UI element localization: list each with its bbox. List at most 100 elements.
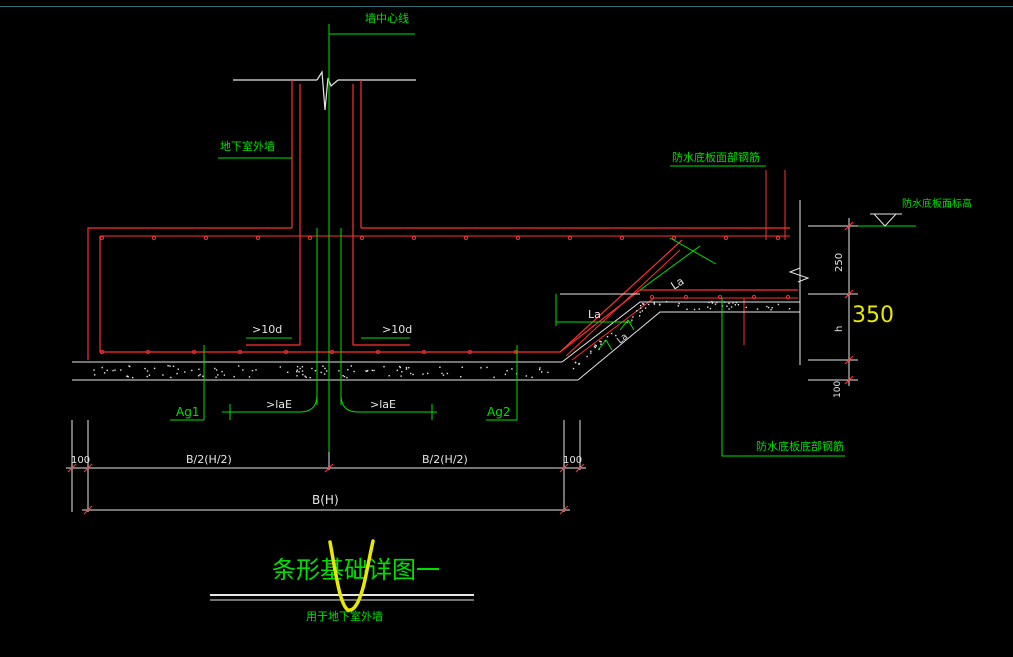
concrete-speckle <box>399 365 401 368</box>
concrete-speckle <box>399 366 402 369</box>
concrete-speckle <box>296 369 298 371</box>
basement-wall <box>233 70 416 346</box>
concrete-speckle <box>446 372 449 375</box>
concrete-speckle <box>146 375 148 378</box>
concrete-speckle <box>770 309 772 311</box>
anchor-10d-right: >10d <box>382 323 412 336</box>
concrete-speckle <box>383 366 385 368</box>
concrete-speckle <box>461 366 463 368</box>
rebar-dot <box>375 349 381 355</box>
concrete-speckle <box>221 370 223 373</box>
concrete-speckle <box>734 304 736 306</box>
concrete-speckle <box>103 372 106 374</box>
concrete-speckle <box>127 376 129 378</box>
concrete-speckle <box>686 308 688 310</box>
concrete-speckle <box>346 376 348 379</box>
rebar-dot <box>359 235 365 241</box>
concrete-speckle <box>639 311 641 313</box>
concrete-speckle <box>586 355 588 358</box>
rebar-dot <box>619 235 625 241</box>
concrete-speckle <box>427 372 429 375</box>
concrete-speckle <box>771 307 773 309</box>
concrete-speckles <box>93 301 791 379</box>
drawing-title: 条形基础详图一 <box>272 556 440 584</box>
rebar-dot <box>411 235 417 241</box>
concrete-speckle <box>396 369 398 372</box>
ag1-label: Ag1 <box>176 405 199 419</box>
concrete-speckle <box>636 310 638 312</box>
annotation-350: 350 <box>852 303 894 328</box>
concrete-speckle <box>644 307 647 309</box>
la-label-diagonal: La <box>669 275 687 293</box>
concrete-speckle <box>506 370 508 372</box>
concrete-speckle <box>114 369 116 371</box>
ag2-label: Ag2 <box>487 405 510 419</box>
rebar-dot <box>255 235 261 241</box>
rebar-dot <box>421 349 427 355</box>
concrete-speckle <box>347 369 349 371</box>
rebar-dot <box>515 235 521 241</box>
concrete-speckle <box>547 371 549 374</box>
concrete-speckle <box>248 376 251 378</box>
concrete-speckle <box>638 315 641 317</box>
concrete-speckle <box>788 308 791 310</box>
rebar-dot <box>237 349 243 355</box>
dim-half-right: B/2(H/2) <box>422 453 468 466</box>
concrete-speckle <box>132 376 134 379</box>
concrete-speckle <box>251 370 254 372</box>
concrete-speckle <box>169 365 171 367</box>
rebar-dot <box>99 235 105 241</box>
concrete-speckle <box>146 370 149 372</box>
concrete-speckle <box>170 376 172 379</box>
rebar-dot <box>151 235 157 241</box>
concrete-speckle <box>726 305 728 307</box>
concrete-speckle <box>768 306 770 309</box>
dimension-ticks <box>67 221 854 515</box>
concrete-speckle <box>539 367 541 369</box>
basement-wall-label: 地下室外墙 <box>220 139 275 153</box>
concrete-speckle <box>365 370 367 372</box>
wall-centerline-label: 墙中心线 <box>365 11 409 25</box>
concrete-speckle <box>493 376 495 378</box>
dim-h: h <box>834 326 845 332</box>
concrete-speckle <box>400 375 402 377</box>
concrete-speckle <box>600 343 602 345</box>
concrete-speckle <box>728 308 730 310</box>
rebar-dot <box>717 294 723 300</box>
concrete-speckle <box>766 305 768 308</box>
concrete-speckle <box>412 373 414 376</box>
concrete-speckle <box>593 346 596 348</box>
concrete-speckle <box>301 366 304 368</box>
concrete-speckle <box>301 370 304 372</box>
concrete-speckle <box>320 371 322 374</box>
rebar-dot <box>145 349 151 355</box>
concrete-speckle <box>643 303 645 305</box>
concrete-speckle <box>728 302 730 305</box>
concrete-speckle <box>631 319 633 321</box>
concrete-speckle <box>217 374 219 376</box>
concrete-speckle <box>162 374 164 376</box>
concrete-speckle <box>223 374 226 376</box>
top-rebar-label: 防水底板面部钢筋 <box>672 150 760 164</box>
concrete-speckle <box>511 368 513 370</box>
concrete-speckle <box>708 301 710 304</box>
concrete-speckle <box>144 367 146 370</box>
concrete-speckle <box>595 345 597 347</box>
concrete-speckle <box>129 365 131 368</box>
concrete-speckle <box>322 365 324 367</box>
concrete-speckle <box>302 373 304 376</box>
dim-250: 250 <box>834 253 845 272</box>
concrete-speckle <box>632 316 634 318</box>
concrete-speckle <box>653 302 655 304</box>
dim-100-right-bottom: 100 <box>563 455 582 466</box>
concrete-speckle <box>353 370 355 373</box>
concrete-speckle <box>120 369 122 371</box>
dim-100-right: 100 <box>833 381 843 398</box>
lae-left: >laE <box>266 398 292 411</box>
concrete-speckle <box>126 375 128 377</box>
concrete-speckle <box>199 373 201 376</box>
concrete-speckle <box>350 365 352 367</box>
rebar-dot <box>203 235 209 241</box>
concrete-speckle <box>255 369 257 371</box>
